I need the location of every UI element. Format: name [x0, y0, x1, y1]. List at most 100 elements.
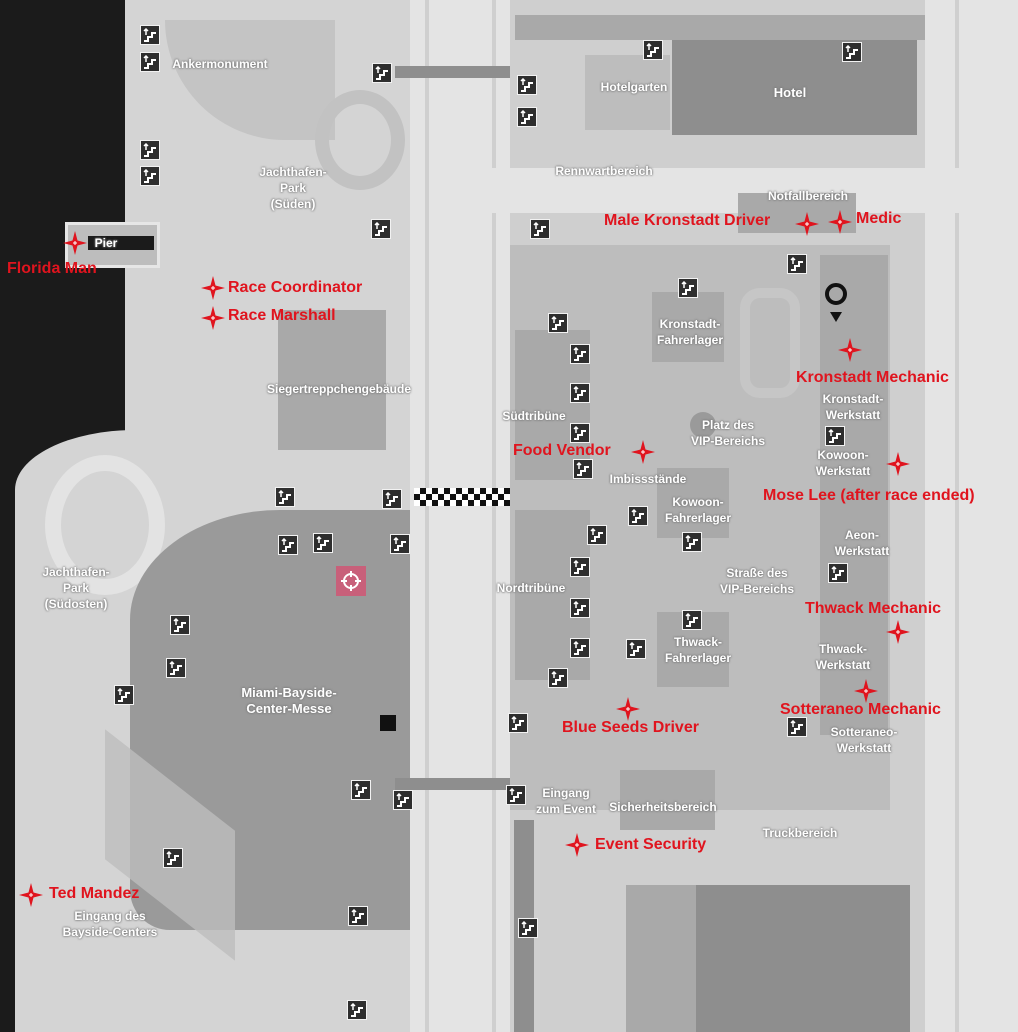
label-messe: Miami-Bayside-Center-Messe	[241, 685, 337, 716]
label-sicherheit: Sicherheitsbereich	[609, 800, 717, 814]
stairs-icon[interactable]	[390, 534, 410, 554]
label-ankermonument: Ankermonument	[172, 57, 268, 71]
stairs-icon[interactable]	[828, 563, 848, 583]
stairs-icon[interactable]	[570, 598, 590, 618]
stairs-icon[interactable]	[678, 278, 698, 298]
stairs-icon[interactable]	[787, 717, 807, 737]
label-hotelgarten: Hotelgarten	[600, 80, 668, 94]
stairs-icon[interactable]	[643, 40, 663, 60]
stairs-icon[interactable]	[114, 685, 134, 705]
stairs-icon[interactable]	[570, 423, 590, 443]
finish-line-icon	[414, 488, 512, 506]
stairs-icon[interactable]	[628, 506, 648, 526]
npc-star-icon[interactable]	[19, 883, 43, 907]
road-east	[925, 0, 1018, 1032]
label-pier: Pier	[94, 236, 118, 250]
stairs-icon[interactable]	[371, 219, 391, 239]
label-rennwart: Rennwartbereich	[555, 164, 653, 178]
stairs-icon[interactable]	[166, 658, 186, 678]
label-kowoon-lager: Kowoon-Fahrerlager	[664, 495, 732, 525]
stairs-icon[interactable]	[548, 668, 568, 688]
stairs-icon[interactable]	[140, 140, 160, 160]
stairs-icon[interactable]	[587, 525, 607, 545]
stairs-icon[interactable]	[787, 254, 807, 274]
npc-star-icon[interactable]	[201, 306, 225, 330]
stairs-icon[interactable]	[393, 790, 413, 810]
stairs-icon[interactable]	[140, 166, 160, 186]
stairs-icon[interactable]	[506, 785, 526, 805]
stairs-icon[interactable]	[570, 383, 590, 403]
stairs-icon[interactable]	[278, 535, 298, 555]
kowoon-lager	[657, 468, 729, 538]
npc-label-race-coordinator: Race Coordinator	[228, 279, 363, 296]
stairs-icon[interactable]	[140, 25, 160, 45]
player-location-icon	[823, 282, 849, 326]
stairs-icon[interactable]	[382, 489, 402, 509]
hotel-building	[672, 40, 917, 135]
workshops-east	[820, 255, 888, 735]
kronstadt-lager	[652, 292, 724, 362]
npc-star-icon[interactable]	[631, 440, 655, 464]
stairs-icon[interactable]	[275, 487, 295, 507]
label-aeon-werk: Aeon-Werkstatt	[834, 528, 890, 558]
npc-star-icon[interactable]	[795, 212, 819, 236]
label-thwack-werk: Thwack-Werkstatt	[815, 642, 871, 672]
stairs-icon[interactable]	[573, 459, 593, 479]
npc-star-icon[interactable]	[854, 679, 878, 703]
npc-label-race-marshall: Race Marshall	[228, 307, 336, 324]
npc-star-icon[interactable]	[63, 231, 87, 255]
stairs-icon[interactable]	[140, 52, 160, 72]
npc-star-icon[interactable]	[565, 833, 589, 857]
npc-star-icon[interactable]	[201, 276, 225, 300]
stairs-icon[interactable]	[508, 713, 528, 733]
stairs-icon[interactable]	[570, 344, 590, 364]
label-jachthafen-suedosten: Jachthafen-Park(Südosten)	[42, 565, 110, 611]
stairs-icon[interactable]	[570, 557, 590, 577]
stairs-icon[interactable]	[626, 639, 646, 659]
stairs-icon[interactable]	[682, 532, 702, 552]
npc-star-icon[interactable]	[828, 210, 852, 234]
label-thwack-lager: Thwack-Fahrerlager	[664, 635, 732, 665]
stairs-icon[interactable]	[517, 75, 537, 95]
label-suedtribuene: Südtribüne	[502, 409, 566, 423]
stairs-icon[interactable]	[313, 533, 333, 553]
stairs-icon[interactable]	[351, 780, 371, 800]
npc-star-icon[interactable]	[838, 338, 862, 362]
npc-label-kronstadt-mechanic: Kronstadt Mechanic	[796, 369, 949, 386]
objective-target-icon[interactable]	[336, 566, 366, 596]
label-nordtribuene: Nordtribüne	[496, 581, 566, 595]
stairs-icon[interactable]	[842, 42, 862, 62]
label-kronstadt-lager: Kronstadt-Fahrerlager	[656, 317, 724, 347]
npc-label-sotteraneo-mechanic: Sotteraneo Mechanic	[780, 701, 941, 718]
label-imbiss: Imbissstände	[609, 472, 687, 486]
stairs-icon[interactable]	[530, 219, 550, 239]
stairs-icon[interactable]	[548, 313, 568, 333]
security-building	[620, 770, 715, 830]
stairs-icon[interactable]	[517, 107, 537, 127]
stairs-icon[interactable]	[347, 1000, 367, 1020]
label-jachthafen-sued: Jachthafen-Park(Süden)	[259, 165, 327, 211]
hotelgarten-area	[585, 55, 670, 130]
stairs-icon[interactable]	[825, 426, 845, 446]
label-kronstadt-werk: Kronstadt-Werkstatt	[822, 392, 884, 422]
npc-star-icon[interactable]	[886, 452, 910, 476]
label-truck: Truckbereich	[762, 826, 838, 840]
stairs-icon[interactable]	[682, 610, 702, 630]
npc-star-icon[interactable]	[886, 620, 910, 644]
stairs-icon[interactable]	[518, 918, 538, 938]
npc-label-florida-man: Florida Man	[7, 260, 97, 277]
stairs-icon[interactable]	[170, 615, 190, 635]
stairs-icon[interactable]	[348, 906, 368, 926]
npc-label-event-security: Event Security	[595, 836, 707, 853]
npc-label-medic: Medic	[856, 210, 902, 227]
stairs-icon[interactable]	[372, 63, 392, 83]
npc-star-icon[interactable]	[616, 697, 640, 721]
stairs-icon[interactable]	[163, 848, 183, 868]
bridge-north	[395, 66, 515, 78]
npc-label-food-vendor: Food Vendor	[513, 442, 611, 459]
stairs-icon[interactable]	[570, 638, 590, 658]
